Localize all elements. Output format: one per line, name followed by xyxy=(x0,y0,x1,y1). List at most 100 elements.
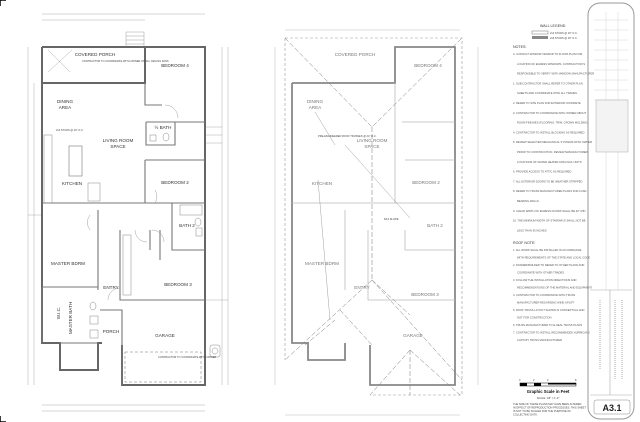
roof-dimension-lines xyxy=(274,29,479,416)
porch-leader-lines xyxy=(47,49,73,73)
note-line: 6. PROVIDE ACCESS TO ATTIC AS REQUIRED xyxy=(513,170,571,174)
note-line: WITH REQUIREMENTS OF THE STATE AND LOCAL… xyxy=(517,256,590,260)
note-line: NOT FOR CONSTRUCTION xyxy=(517,316,551,320)
notes-title: NOTES: xyxy=(513,45,526,49)
roof-label-living-2: SPACE xyxy=(364,144,379,149)
note-line: RESPONSIBLE TO VERIFY WITH WINDOW MANUFA… xyxy=(517,72,594,76)
roof-label-bedroom-4: BEDROOM 4 xyxy=(414,63,442,68)
graphic-scale: 0 2 4 8 Graphic Scale in Feet SCALE: 1/8… xyxy=(513,378,586,417)
note-line: 5. ROOF TRUSS LAYOUT SHOWN IS CONCEPTUAL… xyxy=(513,308,584,312)
note-line: 10. THE MINIMUM WIDTH OF STAIRWAYS SHALL… xyxy=(513,219,586,223)
roof-label-garage: GARAGE xyxy=(403,333,423,338)
note-line: A. CONSULT WINDOW VENDOR TO FLOOR PLAN F… xyxy=(513,52,582,56)
room-label-bedroom-2: BEDROOM 2 xyxy=(161,180,189,185)
wall-legend-title: WALL LEGEND xyxy=(540,24,566,28)
truss-note: PRE-ENGINEERED ROOF TRUSSES @ 24" O.C. xyxy=(318,134,377,138)
room-label-bedroom-3: BEDROOM 3 xyxy=(164,282,192,287)
room-label-garage: GARAGE xyxy=(155,333,175,338)
legend-item-2x6: 2x6 STUDS @ 16" O.C. xyxy=(550,36,578,40)
room-label-kitchen: KITCHEN xyxy=(62,181,82,186)
roof-label-dining-2: AREA xyxy=(309,105,322,110)
room-label-living-2: SPACE xyxy=(110,144,125,149)
roof-label-entry: ENTRY xyxy=(354,285,370,290)
note-line: COORDINATE WITH OTHER TRADES xyxy=(517,271,564,275)
room-label-half-bath: ½ BATH xyxy=(154,124,171,130)
note-line: 9. CLEAR WIDTH OF EGRESS DOORS SHALL BE … xyxy=(513,209,585,213)
roof-label-kitchen: KITCHEN xyxy=(312,181,332,186)
room-label-living: LIVING ROOM xyxy=(103,138,134,143)
roof-label-covered-porch: COVERED PORCH xyxy=(335,52,376,57)
note-line: 2. FRAMER/BUILDER TO REFER TO OTHER PLAN… xyxy=(513,263,584,267)
porch-note: CONTRACTOR TO COORDINATE WITH OWNER ON A… xyxy=(82,59,169,63)
legend-item-2x4: 2x4 STUDS @ 16" O.C. xyxy=(550,31,578,35)
roof-notes-title: ROOF NOTE: xyxy=(513,241,535,245)
stairs xyxy=(125,31,145,47)
note-line: 2. REFER TO SITE PLAN FOR EXTERIOR CONCR… xyxy=(513,101,581,105)
note-line: ROOM FINISHES (FLOORING, TRIM, CROWN MOL… xyxy=(517,121,588,125)
room-label-dining-2: AREA xyxy=(59,105,72,110)
note-line: 3. CONTRACTOR TO COORDINATE WITH OWNER A… xyxy=(513,111,587,115)
note-line: SHEETS AND COORDINATE WITH ALL TRADES xyxy=(517,91,577,95)
note-line: LOCATION OF EGRESS WINDOWS. CONTRACTOR I… xyxy=(517,62,585,66)
roof-plan: COVERED PORCH BEDROOM 4 DINING AREA PRE-… xyxy=(274,29,479,416)
note-line: 6. TRUSS MANUFACTURER TO E-SEAL TRUSS PL… xyxy=(513,323,582,327)
room-label-bath-2: BATH 2 xyxy=(179,223,195,228)
scale-tick-8: 8 xyxy=(575,378,577,382)
room-label-bedroom-4: BEDROOM 4 xyxy=(161,63,189,68)
disclaimer-line-3: IS NOT TO BE SCALED FOR THE PURPOSE OF xyxy=(513,409,571,413)
room-label-master: MASTER BDRM xyxy=(51,261,85,266)
sheet-number: A3.1 xyxy=(602,403,621,413)
note-line: 7. CONTRACTOR TO INSTALL RECOMMENDED HUR… xyxy=(513,331,590,335)
note-line: CLIPS BY TRUSS MANUFACTURER xyxy=(517,338,562,342)
note-line: 4. CONTRACTOR TO INSTALL BLOCKING AS REQ… xyxy=(513,130,584,134)
roof-label-bedroom-2: BEDROOM 2 xyxy=(412,180,440,185)
roof-label-living: LIVING ROOM xyxy=(357,138,388,143)
note-line: MANUFACTURER REGARDING WIND UPLIFT xyxy=(517,301,575,305)
roof-label-master: MASTER BDRM xyxy=(305,261,339,266)
roof-label-bedroom-3: BEDROOM 3 xyxy=(411,292,439,297)
room-label-master-bath: MASTER BATH xyxy=(68,302,73,334)
fixtures xyxy=(89,132,221,358)
stud-callout: 2x4 STUDS @ 16" O.C. xyxy=(56,128,84,132)
note-line: 3. FOLLOW THE INSTALLATION DIRECTIONS AN… xyxy=(513,278,577,282)
notes-panel: WALL LEGEND 2x4 STUDS @ 16" O.C. 2x6 STU… xyxy=(513,24,594,417)
roof-overhang xyxy=(284,37,463,396)
title-block: A3.1 xyxy=(587,2,635,420)
roof-label-dining: DINING xyxy=(307,99,324,104)
scale-tick-2: 2 xyxy=(533,378,535,382)
room-label-covered-porch: COVERED PORCH xyxy=(75,52,116,57)
scale-title: Graphic Scale in Feet xyxy=(527,389,570,394)
roof-slope-label: 6/12 SLOPE xyxy=(384,217,399,221)
note-line: LESS THAN 36 INCHES xyxy=(517,228,547,232)
note-line: 7. ALL EXTERIOR DOORS TO BE WEATHER STRI… xyxy=(513,179,583,183)
room-label-wic: W.I.C. xyxy=(56,307,61,320)
scale-text: SCALE: 1/8" = 1'-0" xyxy=(537,396,560,400)
disclaimer-line-4: COLLECTING DATA. xyxy=(513,413,538,417)
interior-walls xyxy=(41,83,205,385)
note-line: 1. SUB-CONTRACTOR SHALL REFER TO OTHER P… xyxy=(513,81,583,85)
legend-swatch-2x6 xyxy=(532,36,548,39)
truss-leader-lines xyxy=(314,111,411,321)
disclaimer-line-2: IN EFFECT OF REPRODUCTION PROCESSES. THI… xyxy=(513,406,586,410)
note-line: BEARING WALLS xyxy=(517,199,539,203)
note-line: 1. ALL WORK SHALL BE INSTALLED IN ACCORD… xyxy=(513,248,582,252)
scale-tick-4: 4 xyxy=(547,378,549,382)
note-line: PRIOR TO CONSTRUCTION. REVIEW MANUFACTUR… xyxy=(517,150,588,154)
floor-plan: COVERED PORCH CONTRACTOR TO COORDINATE W… xyxy=(27,13,229,412)
range xyxy=(87,182,101,202)
note-line: LOCATIONS OF WATER HEATER AND HVAC UNITS xyxy=(517,160,582,164)
room-label-dining: DINING xyxy=(57,99,74,104)
hip-roof-lines xyxy=(284,37,463,396)
roof-interior-walls xyxy=(292,83,455,301)
roof-label-bath-2: BATH 2 xyxy=(427,223,443,228)
garage-door-outline xyxy=(124,351,202,383)
note-line: 5. REVIEW SELECTED MECHANICAL SYSTEMS WI… xyxy=(513,140,592,144)
room-label-entry: ENTRY xyxy=(103,285,119,290)
scale-tick-0: 0 xyxy=(519,378,521,382)
legend-swatch-2x4 xyxy=(531,30,549,35)
room-label-porch: PORCH xyxy=(103,329,120,334)
note-line: 8. REFER TO TRUSS MANUFACTURER PLANS FOR… xyxy=(513,189,587,193)
kitchen-counter xyxy=(43,134,53,204)
dimension-lines xyxy=(27,13,229,412)
